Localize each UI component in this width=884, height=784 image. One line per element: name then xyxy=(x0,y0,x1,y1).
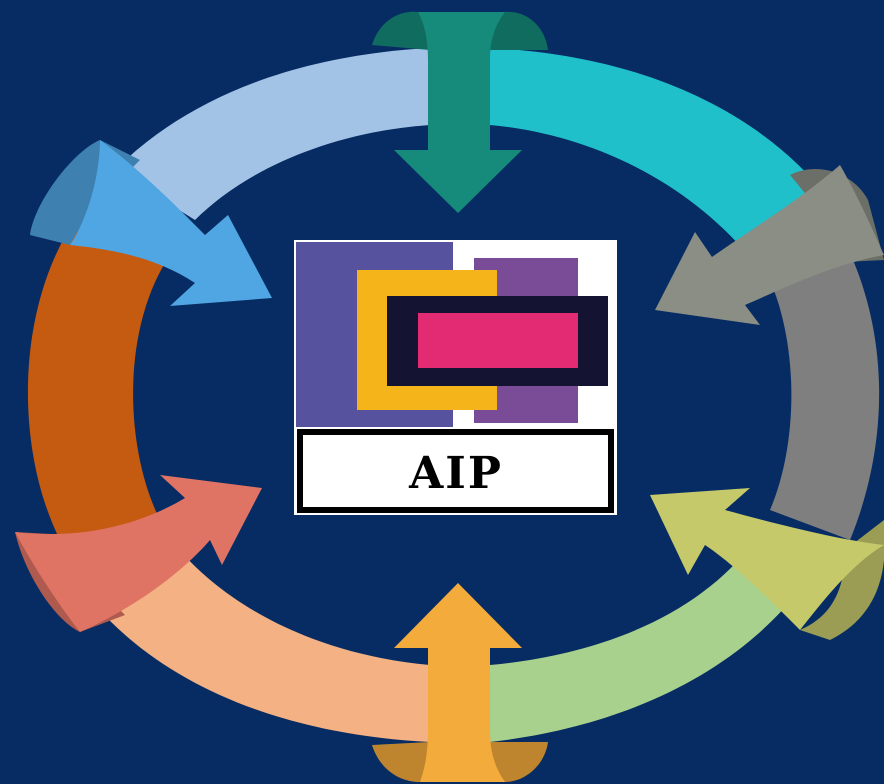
arrow-lower-right xyxy=(650,488,884,640)
arrow-lower-left xyxy=(15,475,262,632)
logo-magenta-bar xyxy=(418,313,578,368)
ring-segment-bottom-left xyxy=(95,545,430,742)
arrow-top xyxy=(372,11,548,213)
arrow-upper-right xyxy=(655,165,884,325)
ring-segment-left xyxy=(27,220,170,540)
cycle-ring xyxy=(27,48,880,742)
logo-text: AIP xyxy=(408,448,503,499)
ring-segment-top-left xyxy=(115,48,430,220)
aip-logo: AIP xyxy=(294,240,617,515)
arrow-upper-left xyxy=(30,140,272,306)
arrow-bottom xyxy=(372,583,548,782)
logo-text-box xyxy=(297,429,614,513)
ring-segment-top-right xyxy=(490,48,830,270)
cycle-arrows xyxy=(15,11,884,782)
ring-segment-bottom-right xyxy=(490,540,820,742)
